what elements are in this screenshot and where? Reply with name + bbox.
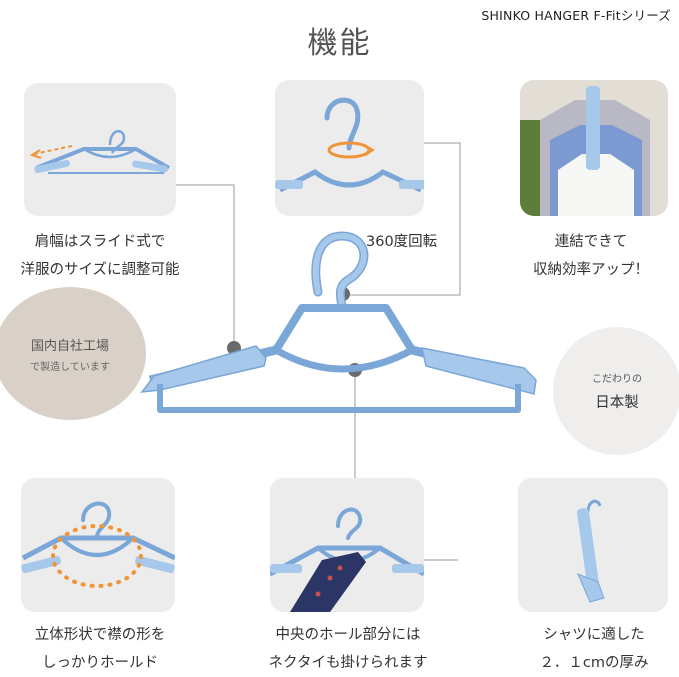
hanger-rotate-illustration [275,97,424,193]
tile-tie-hole [270,478,424,612]
page-title: 機能 [307,26,372,61]
tile-rotate-hook [275,80,424,216]
tile-thickness [518,478,668,612]
caption-hole-line1: 中央のホール部分には [275,627,421,643]
caption-link-line1: 連結できて [554,234,628,250]
badge-factory-main: 国内自社工場 [30,338,109,354]
tile-collar-hold [21,478,175,612]
tile-linked-hangers-photo [520,80,668,216]
caption-slide-line1: 肩幅はスライド式で [34,234,166,250]
shirts-photo-illustration [520,80,668,216]
brand-series-label: SHINKO HANGER F-Fitシリーズ [481,8,671,23]
leader-rotate [343,142,461,296]
caption-slide-line2: 洋服のサイズに調整可能 [20,262,180,278]
caption-slide: 肩幅はスライド式で 洋服のサイズに調整可能 [0,228,200,284]
badge-japan-main: 日本製 [595,395,639,411]
caption-collar-line1: 立体形状で襟の形を [34,627,166,643]
caption-rotate: 360度回転 [366,234,438,250]
caption-hole-line2: ネクタイも掛けられます [268,655,428,671]
caption-collar: 立体形状で襟の形を しっかりホールド [0,621,200,677]
central-hanger [140,231,537,413]
badge-factory: 国内自社工場 で製造しています [0,287,146,420]
caption-link: 連結できて 収納効率アップ！ [496,228,679,284]
caption-collar-line2: しっかりホールド [42,655,158,671]
caption-link-line2: 収納効率アップ！ [533,262,649,278]
hanger-collar-illustration [21,501,175,588]
caption-thickness-line1: シャツに適した [543,627,645,643]
badge-japan-sub: こだわりの [592,374,642,385]
hanger-side-illustration [577,499,605,603]
hanger-slide-illustration [29,130,170,174]
leader-slide [176,184,235,345]
hanger-tie-illustration [270,507,424,612]
caption-hole: 中央のホール部分には ネクタイも掛けられます [248,621,448,677]
badge-factory-sub: で製造しています [30,361,110,373]
tile-slide-shoulder [24,83,176,216]
caption-thickness: シャツに適した ２．１cmの厚み [494,621,679,677]
caption-thickness-line2: ２．１cmの厚み [539,655,649,671]
badge-made-in-japan: こだわりの 日本製 [553,327,679,455]
